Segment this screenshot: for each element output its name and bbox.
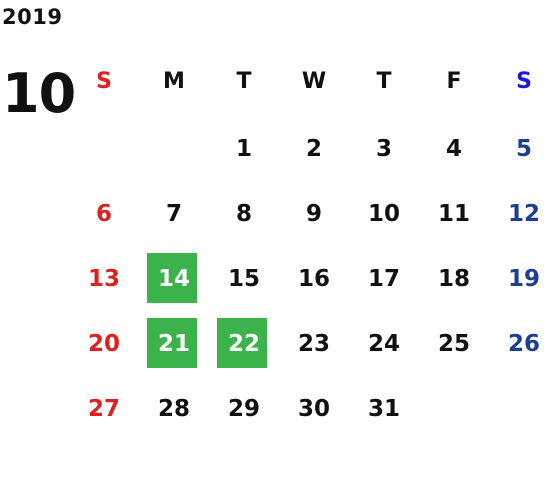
empty-day-cell <box>139 116 209 181</box>
day-cell: 3 <box>349 116 419 181</box>
day-number: 27 <box>87 395 120 422</box>
day-cell: 8 <box>209 181 279 246</box>
day-number: 28 <box>157 395 190 422</box>
day-number: 24 <box>367 330 400 357</box>
day-cell: 7 <box>139 181 209 246</box>
day-number: 16 <box>297 265 330 292</box>
day-cell: 18 <box>419 246 489 311</box>
day-number: 30 <box>297 395 330 422</box>
weekday-header-friday: F <box>446 68 462 94</box>
day-cell: 6 <box>69 181 139 246</box>
day-number: 7 <box>165 200 182 227</box>
day-cell: 29 <box>209 376 279 441</box>
day-cell: 27 <box>69 376 139 441</box>
day-cell: 25 <box>419 311 489 376</box>
day-number: 8 <box>235 200 252 227</box>
day-number: 23 <box>297 330 330 357</box>
day-number: 9 <box>305 200 322 227</box>
day-cell: 31 <box>349 376 419 441</box>
day-number: 5 <box>515 135 532 162</box>
day-number: 14 <box>157 265 190 292</box>
day-number: 3 <box>375 135 392 162</box>
day-cell: 5 <box>489 116 548 181</box>
day-cell: 11 <box>419 181 489 246</box>
day-cell: 23 <box>279 311 349 376</box>
day-cell: 2 <box>279 116 349 181</box>
weekday-header-wednesday: W <box>301 68 327 94</box>
day-number: 17 <box>367 265 400 292</box>
day-highlight <box>217 318 267 368</box>
day-number: 1 <box>235 135 252 162</box>
day-cell: 28 <box>139 376 209 441</box>
day-number: 19 <box>507 265 540 292</box>
day-number: 12 <box>507 200 540 227</box>
day-number: 31 <box>367 395 400 422</box>
weekday-header-saturday: S <box>516 68 532 94</box>
day-cell: 15 <box>209 246 279 311</box>
month-label: 10 <box>2 62 76 125</box>
day-cell: 19 <box>489 246 548 311</box>
day-cell: 9 <box>279 181 349 246</box>
day-cell: 14 <box>139 246 209 311</box>
day-number: 13 <box>87 265 120 292</box>
day-number: 2 <box>305 135 322 162</box>
day-number: 4 <box>445 135 462 162</box>
day-number: 6 <box>95 200 112 227</box>
day-number: 25 <box>437 330 470 357</box>
weekday-header-tuesday: T <box>236 68 252 94</box>
day-cell: 12 <box>489 181 548 246</box>
day-number: 11 <box>437 200 470 227</box>
empty-day-cell <box>489 376 548 441</box>
day-number: 29 <box>227 395 260 422</box>
weekday-header-sunday: S <box>96 68 112 94</box>
day-highlight <box>147 318 197 368</box>
day-number: 18 <box>437 265 470 292</box>
day-cell: 1 <box>209 116 279 181</box>
day-number: 21 <box>157 330 190 357</box>
day-cell: 24 <box>349 311 419 376</box>
day-number: 26 <box>507 330 540 357</box>
day-cell: 20 <box>69 311 139 376</box>
day-cell: 16 <box>279 246 349 311</box>
weekday-header-monday: M <box>163 68 185 94</box>
day-cell: 10 <box>349 181 419 246</box>
day-cell: 4 <box>419 116 489 181</box>
day-highlight <box>147 253 197 303</box>
weekday-header-thursday: T <box>376 68 392 94</box>
day-cell: 17 <box>349 246 419 311</box>
day-number: 20 <box>87 330 120 357</box>
empty-day-cell <box>419 376 489 441</box>
day-cell: 26 <box>489 311 548 376</box>
day-cell: 13 <box>69 246 139 311</box>
day-number: 15 <box>227 265 260 292</box>
empty-day-cell <box>69 116 139 181</box>
day-number: 10 <box>367 200 400 227</box>
day-cell: 22 <box>209 311 279 376</box>
day-number: 22 <box>227 330 260 357</box>
day-cell: 21 <box>139 311 209 376</box>
day-cell: 30 <box>279 376 349 441</box>
year-label: 2019 <box>2 5 63 29</box>
